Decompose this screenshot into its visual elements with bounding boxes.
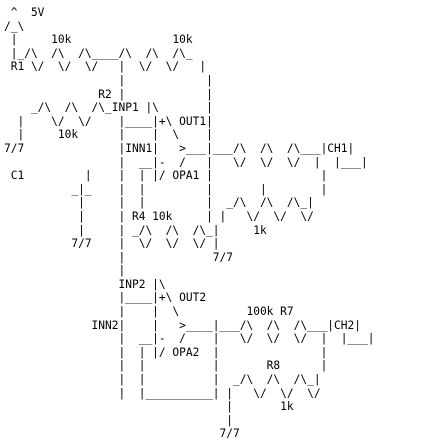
schematic-line: INP2 |\ [4,277,166,291]
schematic-line: | [4,264,126,278]
schematic-line: _|_ | | | | | [4,182,328,196]
ascii-circuit-schematic: ^ 5V /_\ | 10k 10k |_/\ /\ /\____/\ /\ /… [4,6,374,441]
schematic-line: _/\ /\ /\_INP1 |\ | [4,101,213,115]
schematic-line: | | _/\ /\ /\_| 1k [4,223,267,237]
schematic-line: | __|- / | \/ \/ \/ | |___| [4,332,375,346]
schematic-line: 7/7 |INN1| >___|___/\ /\ /\___|CH1| [4,141,355,155]
schematic-line: |_/\ /\ /\____/\ /\ /\_ [4,46,193,60]
schematic-line: | | | R8 | [4,359,328,373]
schematic-line: | | | _/\ /\ /\_| [4,373,321,387]
schematic-line: | 10k | | \ | [4,128,213,142]
schematic-line: | | \ 100k R7 [4,305,294,319]
schematic-line: | | |/ OPA2 | | [4,345,328,359]
schematic-line: | | | | _/\ /\ /\_| [4,196,314,210]
schematic-line: R1 \/ \/ \/ | \/ \/ | [4,60,207,74]
schematic-line: | 7/7 [4,250,234,264]
schematic-line: C1 | | | |/ OPA1 | | [4,169,328,183]
schematic-line: /_\ [4,19,25,33]
schematic-line: | |__________| | \/ \/ \/ [4,386,321,400]
schematic-line: R2 | | [4,87,213,101]
schematic-line: | \/ \/ |____|+\ OUT1| [4,114,213,128]
schematic-line: | 1k [4,400,294,414]
schematic-line: | 10k 10k [4,33,193,47]
schematic-line: ^ 5V [4,6,45,19]
schematic-line: | [4,413,234,427]
schematic-line: | __|- / | \/ \/ \/ | |___| [4,155,368,169]
schematic-line: | | R4 10k | | \/ \/ \/ [4,209,314,223]
schematic-line: |____|+\ OUT2 [4,291,207,305]
schematic-line: 7/7 | \/ \/ \/ | [4,237,220,251]
schematic-line: INN2| | >____|___/\ /\ /\___|CH2| [4,318,361,332]
schematic-line: 7/7 [4,427,240,441]
schematic-line: | | [4,73,213,87]
